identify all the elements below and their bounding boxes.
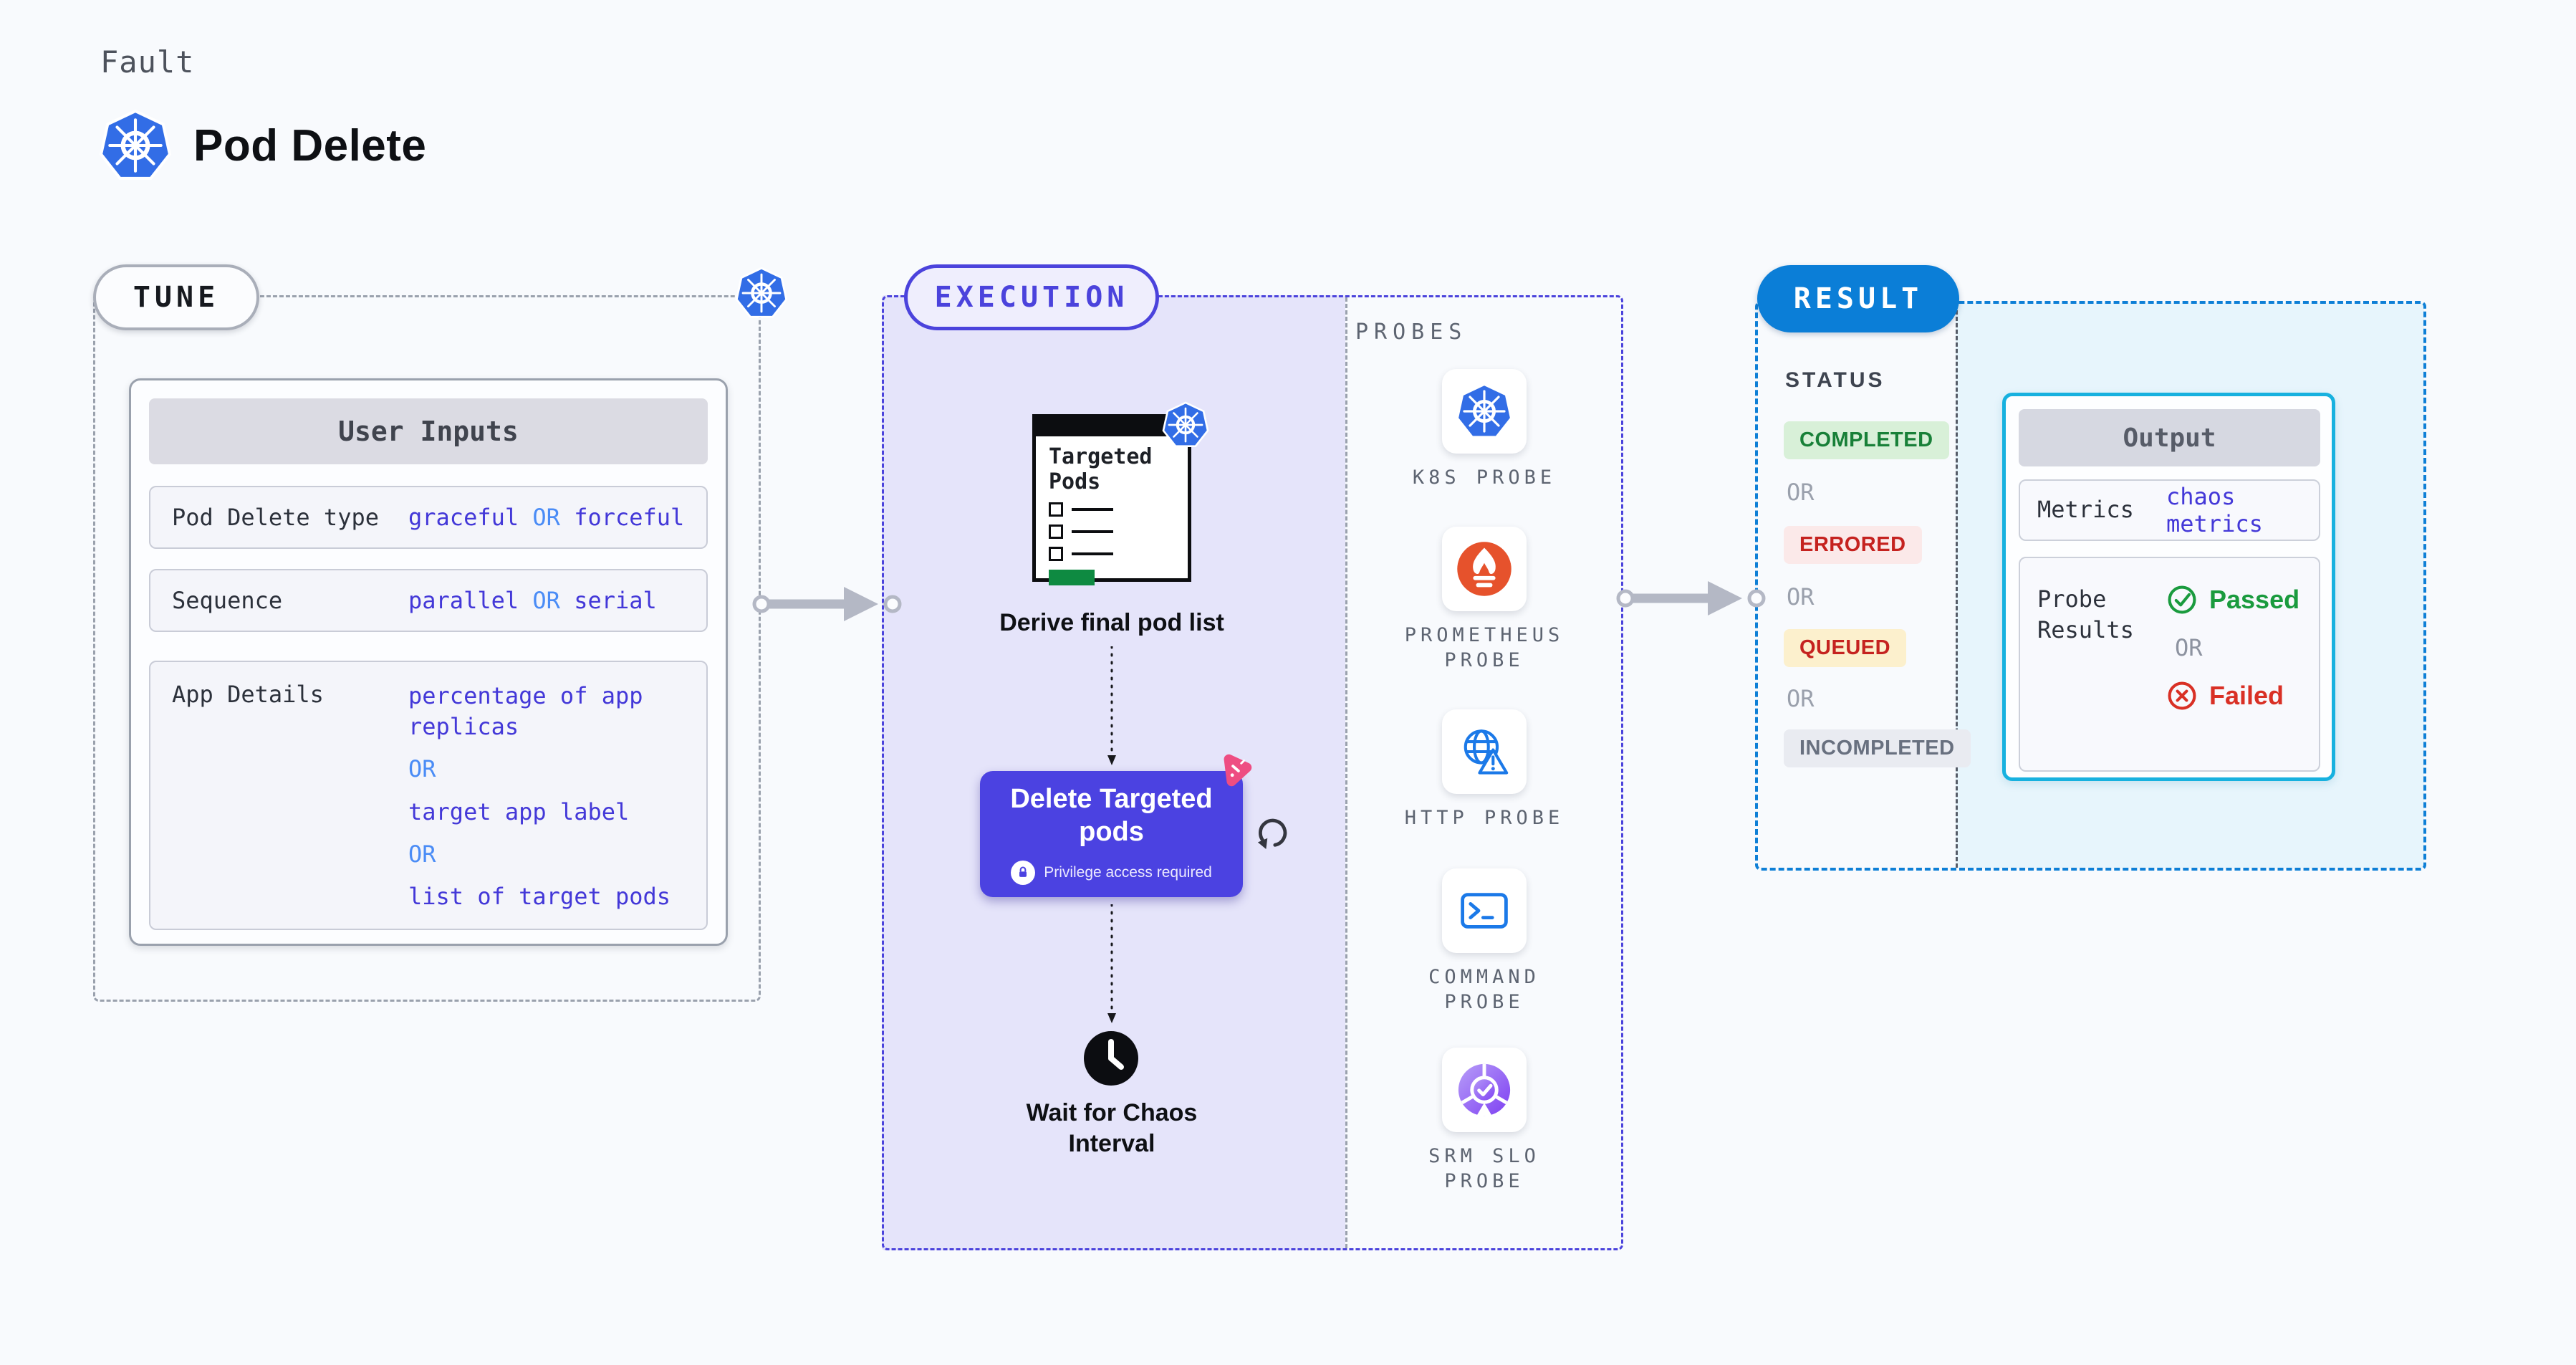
document-header-bar <box>1036 418 1188 436</box>
metrics-label: Metrics <box>2037 496 2134 524</box>
status-column-title: STATUS <box>1785 368 1885 392</box>
input-label: Pod Delete type <box>172 504 379 531</box>
check-circle-icon <box>2168 585 2196 614</box>
lock-icon <box>1011 860 1036 885</box>
passed-result: Passed <box>2166 584 2299 616</box>
tune-section-label: TUNE <box>93 264 259 330</box>
metrics-value: chaos metrics <box>2166 483 2263 537</box>
clock-icon <box>1084 1031 1138 1086</box>
probes-divider <box>1345 297 1347 1248</box>
failed-text: Failed <box>2209 681 2284 710</box>
or-separator: OR <box>1787 685 1815 712</box>
fault-title-row: Pod Delete <box>99 107 426 183</box>
probe-card-command <box>1442 868 1527 953</box>
probe-label: SRM SLO PROBE <box>1428 1145 1540 1193</box>
pod-checklist-item <box>1049 525 1175 539</box>
app-details-option: list of target pods <box>408 882 671 910</box>
flow-arrow-tune-to-execution <box>752 587 902 621</box>
x-circle-icon <box>2168 681 2196 710</box>
status-badge-completed: COMPLETED <box>1784 421 1949 459</box>
wait-chaos-interval-step: Wait for Chaos Interval <box>1026 1099 1198 1157</box>
or-separator: OR <box>408 840 436 868</box>
retry-loop-icon <box>1257 818 1287 850</box>
kubernetes-icon <box>735 267 788 320</box>
input-row-sequence: Sequence parallel OR serial <box>149 569 708 632</box>
checkbox-icon <box>1049 502 1063 517</box>
prometheus-icon <box>1457 542 1512 596</box>
input-value: graceful OR forceful <box>408 504 685 531</box>
probe-results-label: Probe Results <box>2037 585 2134 644</box>
targeted-pods-document: Targeted Pods <box>1032 414 1191 585</box>
or-separator: OR <box>1787 479 1815 506</box>
tune-section-box <box>93 295 761 1002</box>
probe-label: K8S PROBE <box>1412 466 1557 489</box>
failed-result: Failed <box>2166 680 2299 712</box>
probe-label: HTTP PROBE <box>1404 807 1565 829</box>
probes-column-title: PROBES <box>1355 320 1468 345</box>
node-title: Delete Targeted pods <box>1010 784 1213 847</box>
output-card: Output Metrics chaos metrics Probe Resul… <box>2002 393 2335 781</box>
or-separator: OR <box>408 755 436 783</box>
chaos-fault-icon <box>1224 754 1252 787</box>
probe-label: COMMAND PROBE <box>1428 966 1540 1014</box>
input-label: App Details <box>172 681 324 708</box>
result-divider <box>1956 304 1958 868</box>
user-inputs-title: User Inputs <box>149 398 708 464</box>
fault-eyebrow: Fault <box>100 44 195 80</box>
tune-label-text: TUNE <box>133 281 220 314</box>
result-section-label: RESULT <box>1757 265 1959 332</box>
http-globe-icon <box>1464 729 1509 775</box>
metrics-row: Metrics chaos metrics <box>2019 479 2320 541</box>
input-value: percentage of app replicas OR target app… <box>408 681 685 924</box>
input-label: Sequence <box>172 587 283 614</box>
probe-card-prometheus <box>1442 527 1527 611</box>
derive-pod-list-step: Derive final pod list <box>999 609 1224 636</box>
user-inputs-card: User Inputs Pod Delete type graceful OR … <box>129 378 728 946</box>
result-label-text: RESULT <box>1793 282 1923 315</box>
list-line <box>1072 508 1113 511</box>
srm-slo-icon <box>1458 1063 1511 1116</box>
progress-bar <box>1049 570 1095 585</box>
kubernetes-icon <box>99 109 172 182</box>
or-separator: OR <box>1787 583 1815 610</box>
list-line <box>1072 530 1113 533</box>
result-section-box <box>1755 301 2426 871</box>
probe-label: PROMETHEUS PROBE <box>1404 624 1565 672</box>
app-details-option: percentage of app replicas <box>408 682 643 741</box>
k8s-icon <box>1456 383 1513 440</box>
input-value: parallel OR serial <box>408 587 657 614</box>
execution-label-text: EXECUTION <box>934 281 1129 314</box>
status-badge-queued: QUEUED <box>1784 629 1907 667</box>
input-row-app-details: App Details percentage of app replicas O… <box>149 661 708 930</box>
execution-section-label: EXECUTION <box>904 264 1159 330</box>
flow-arrow-execution-to-result <box>1616 581 1766 616</box>
dotted-connector-arrow <box>1107 646 1116 765</box>
kubernetes-icon <box>1162 401 1209 449</box>
probe-results-row: Probe Results Passed OR Faile <box>2019 557 2320 772</box>
app-details-option: target app label <box>408 798 630 825</box>
status-badge-incompleted: INCOMPLETED <box>1784 729 1971 767</box>
pod-checklist-item <box>1049 547 1175 561</box>
list-line <box>1072 552 1113 555</box>
input-row-pod-delete-type: Pod Delete type graceful OR forceful <box>149 486 708 549</box>
probe-card-srm-slo <box>1442 1048 1527 1132</box>
page-title: Pod Delete <box>193 120 427 171</box>
output-title: Output <box>2019 409 2320 466</box>
execution-section-box <box>882 295 1623 1250</box>
status-badge-errored: ERRORED <box>1784 526 1922 564</box>
or-separator: OR <box>2175 634 2203 661</box>
dotted-connector-arrow <box>1107 904 1116 1023</box>
checkbox-icon <box>1049 525 1063 539</box>
passed-text: Passed <box>2209 585 2300 614</box>
targeted-pods-title: Targeted Pods <box>1049 444 1153 494</box>
checkbox-icon <box>1049 547 1063 561</box>
privilege-note: Privilege access required <box>1011 860 1212 885</box>
privilege-note-text: Privilege access required <box>1044 863 1212 881</box>
pod-checklist-item <box>1049 502 1175 517</box>
probe-card-http <box>1442 709 1527 794</box>
probe-card-k8s <box>1442 369 1527 454</box>
delete-targeted-pods-node: Delete Targeted pods Privilege access re… <box>980 771 1243 897</box>
terminal-icon <box>1461 893 1508 929</box>
